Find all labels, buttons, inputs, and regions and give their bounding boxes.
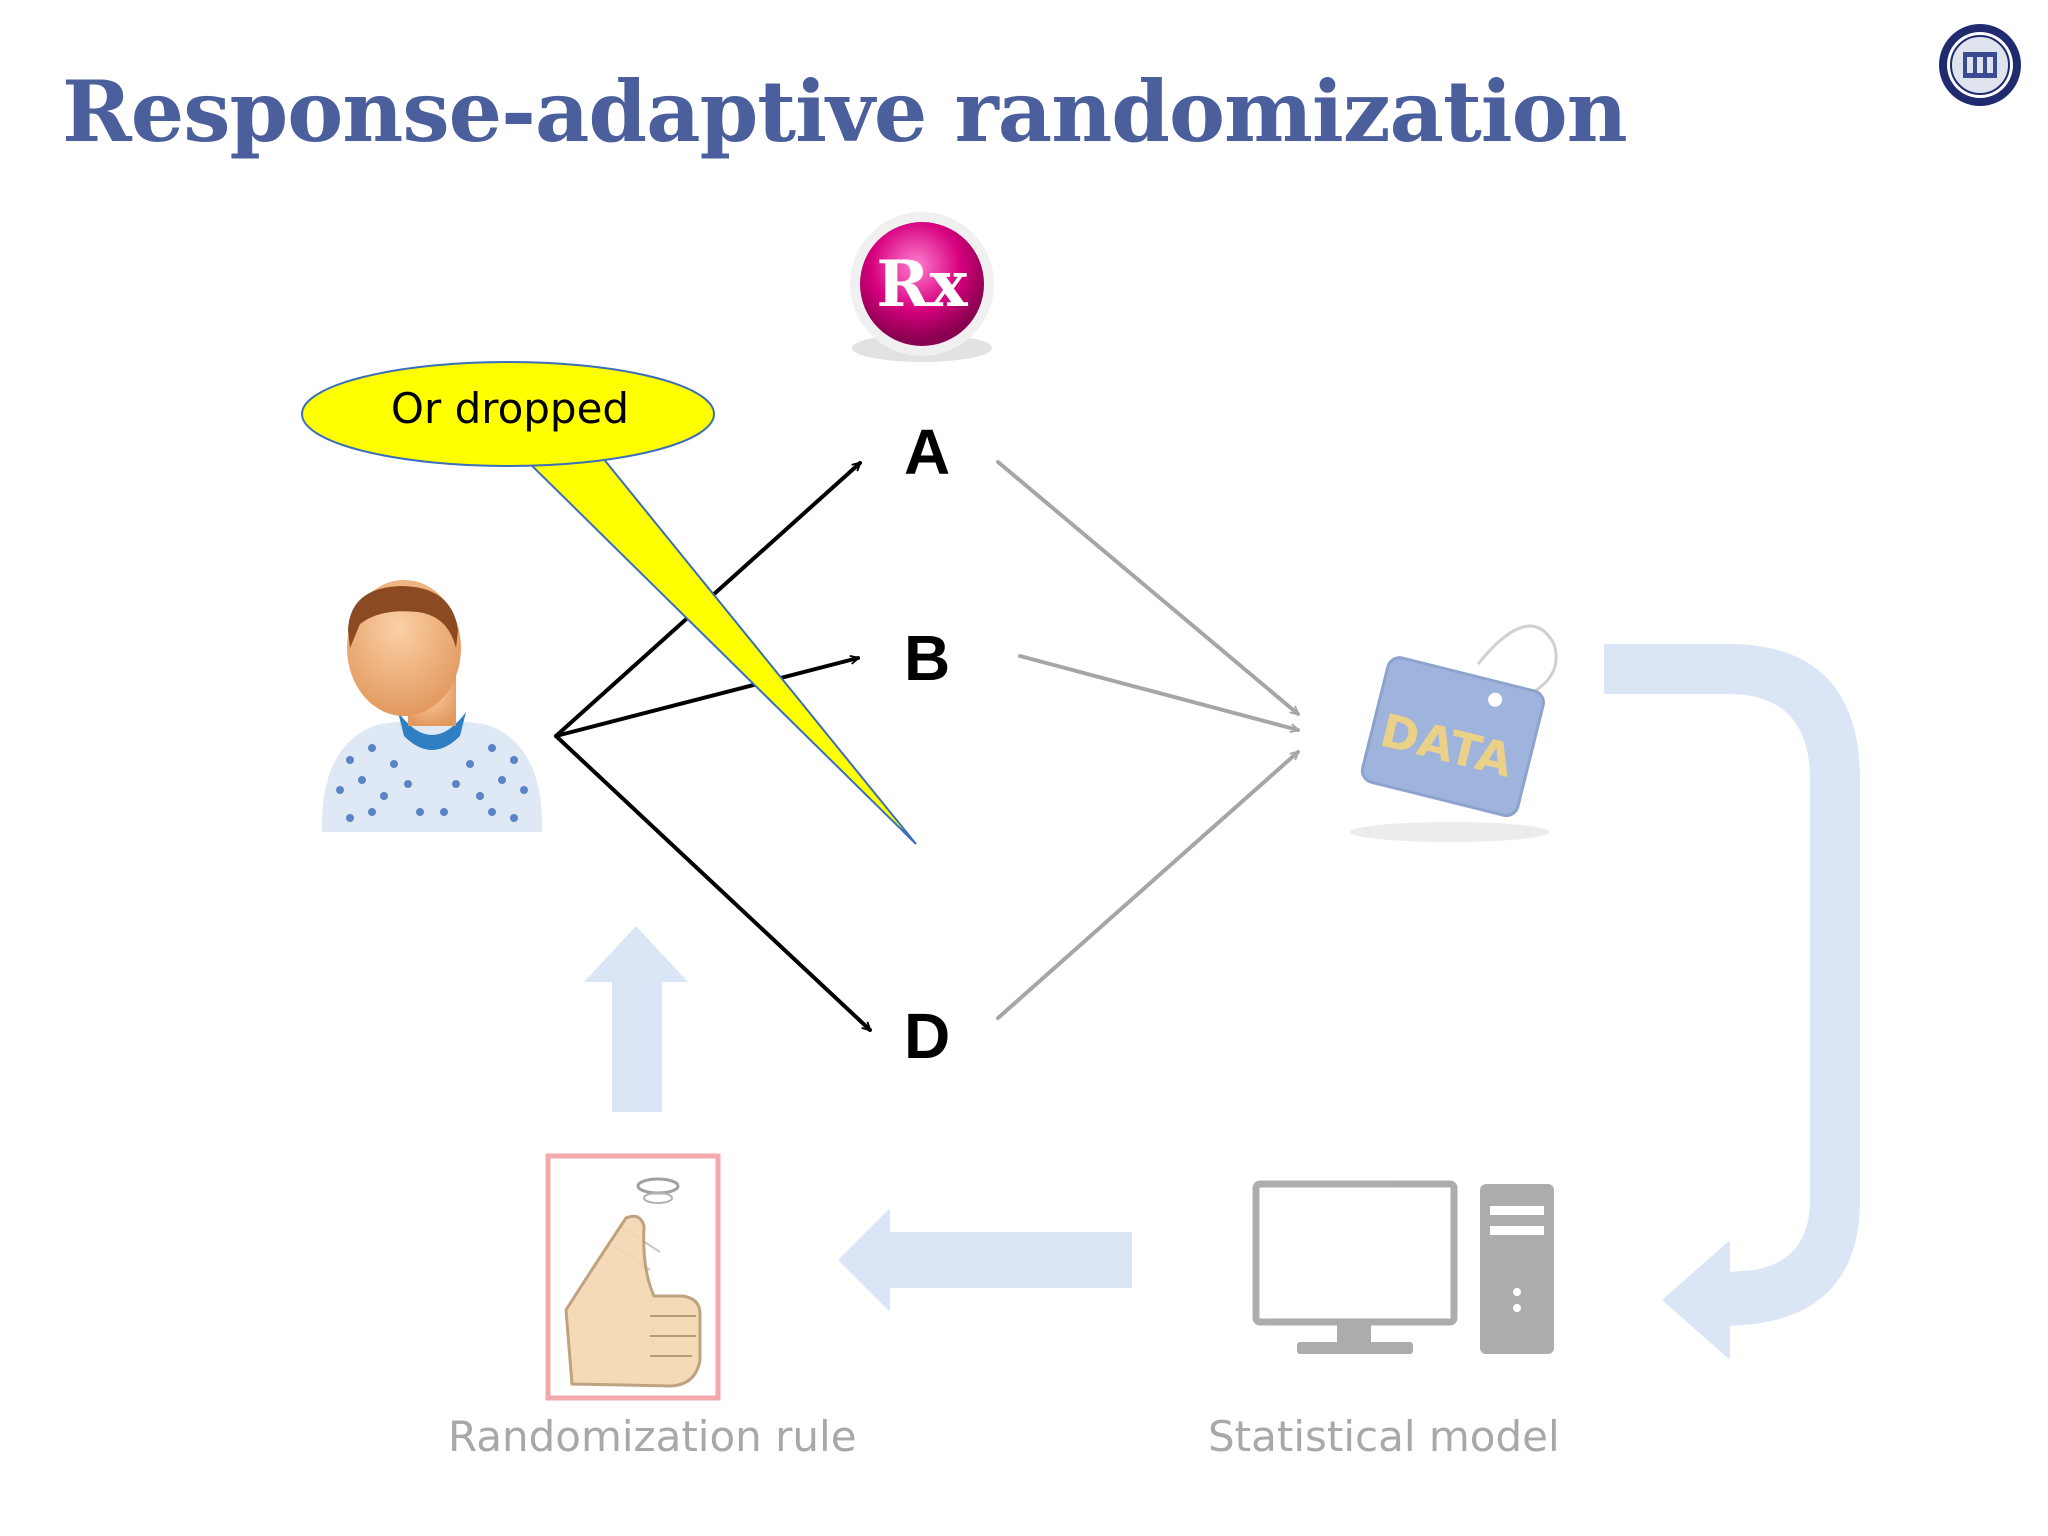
university-seal-icon [1939, 24, 2021, 106]
coin-flip-icon [545, 1153, 721, 1401]
arrow-b-to-data [1018, 654, 1298, 730]
feedback-arrow-model-to-rule [838, 1208, 1132, 1312]
arrow-to-b [554, 658, 858, 738]
arrow-d-to-data [996, 750, 1298, 1020]
arm-label-d: D [904, 1000, 951, 1072]
patient-icon [321, 580, 543, 832]
arrow-to-d [554, 734, 870, 1032]
rx-symbol: Rx [876, 247, 968, 322]
statistical-model-label: Statistical model [1208, 1412, 1560, 1461]
arm-label-b: B [904, 622, 951, 694]
callout-bubble [301, 361, 715, 467]
data-arrows [996, 460, 1298, 1020]
slide-title: Response-adaptive randomization [62, 62, 1628, 161]
feedback-arrow-rule-to-patient [584, 926, 688, 1112]
rx-icon: Rx [850, 212, 994, 362]
computer-icon [1252, 1180, 1554, 1354]
feedback-arrow-data-to-model [1604, 644, 1860, 1360]
data-tag-icon: DATA [1350, 624, 1558, 842]
callout-text: Or dropped [390, 384, 630, 433]
callout-tail [515, 451, 917, 845]
arrow-a-to-data [996, 460, 1298, 716]
arm-label-a: A [904, 416, 951, 488]
randomization-rule-label: Randomization rule [448, 1412, 857, 1461]
